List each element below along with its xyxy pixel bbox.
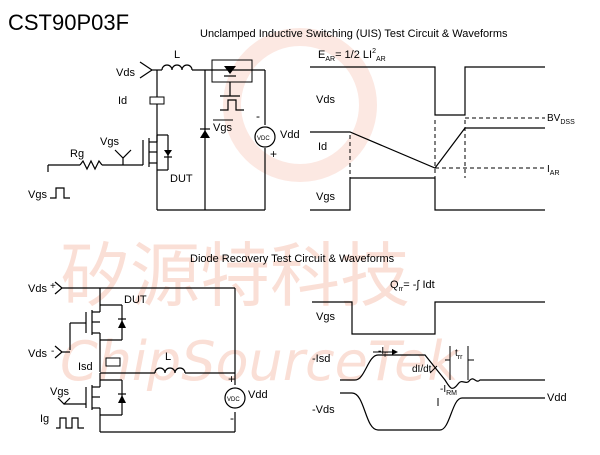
diode-vgs-trace xyxy=(312,301,545,335)
diode-lower-body-diode xyxy=(118,395,126,403)
diode-isd-wave-label: -Isd xyxy=(312,353,330,365)
uis-rg-label: Rg xyxy=(70,148,84,160)
diode-didt-label: dI/dt xyxy=(412,364,432,375)
uis-title: Unclamped Inductive Switching (UIS) Test… xyxy=(200,28,508,40)
uis-minus-sign: - xyxy=(256,109,260,123)
diode-isd-trace xyxy=(340,354,545,389)
uis-vgs-driver-label: Vgs xyxy=(100,136,119,148)
uis-vdd-label: Vdd xyxy=(280,129,300,141)
diode-qrr-equation: Qrr= -∫ Idt xyxy=(390,279,435,293)
uis-iar-label: IAR xyxy=(547,164,560,177)
diode-title: Diode Recovery Test Circuit & Waveforms xyxy=(190,253,395,265)
diode-ig-label: Ig xyxy=(40,413,49,425)
diode-isd-label: Isd xyxy=(78,361,93,373)
uis-clamp-diode xyxy=(200,130,210,138)
diode-vds-minus-label: Vds xyxy=(28,348,47,360)
uis-id-label: Id xyxy=(118,95,127,107)
diode-waveforms: Qrr= -∫ Idt Vgs -Isd -IF dI/dt trr -IRM … xyxy=(312,279,567,431)
uis-l-label: L xyxy=(174,49,180,61)
diode-vds-trace xyxy=(340,392,545,431)
diode-ig-pulse-icon xyxy=(56,417,84,429)
uis-rg-resistor xyxy=(79,159,103,171)
watermark-latin: ChipSourceTek xyxy=(60,330,461,393)
diode-dut-label: DUT xyxy=(124,294,147,306)
uis-vgs-wave-label: Vgs xyxy=(316,191,335,203)
diode-vds-wave-label: -Vds xyxy=(312,404,335,416)
uis-circuit: Vds L Id DUT Vgs Rg Vgs xyxy=(28,49,300,211)
uis-dut-label: DUT xyxy=(170,173,193,185)
svg-text:-: - xyxy=(51,346,54,357)
diode-minus-sign: - xyxy=(230,411,234,425)
diode-dut-body-diode xyxy=(118,320,126,328)
uis-vdc-source xyxy=(254,126,276,148)
uis-plus-sign: + xyxy=(270,147,277,161)
uis-vdc-label: VDC xyxy=(257,136,270,142)
uis-vgs-bar-label: Vgs xyxy=(213,122,232,134)
uis-vds-trace xyxy=(310,66,545,116)
uis-vds-terminal-icon xyxy=(139,61,154,79)
diode-trr-label: trr xyxy=(455,348,463,361)
uis-vgs-driver-icon xyxy=(114,149,132,159)
svg-text:+: + xyxy=(50,281,56,292)
diode-isd-sense xyxy=(105,357,121,367)
uis-vds-label: Vds xyxy=(116,67,135,79)
uis-vgs-pulse-icon xyxy=(50,187,70,199)
part-number: CST90P03F xyxy=(8,10,129,35)
uis-vgs-trace xyxy=(310,177,545,211)
diode-vgs-wave-label: Vgs xyxy=(316,311,335,323)
uis-waveforms: EAR= 1/2 LI2AR Vds BVDSS Id IAR Vgs xyxy=(310,48,575,211)
uis-vds-wave-label: Vds xyxy=(316,94,335,106)
uis-id-wave-label: Id xyxy=(318,141,327,153)
uis-switch-pulse-icon xyxy=(220,99,244,111)
diode-vgs-driver-icon xyxy=(57,397,71,405)
uis-current-sense xyxy=(149,96,165,105)
uis-inductor xyxy=(161,64,193,71)
diode-vdc-source xyxy=(224,387,246,409)
diode-inductor xyxy=(154,367,186,374)
uis-ear-equation: EAR= 1/2 LI2AR xyxy=(318,48,386,63)
diode-vdd-label: Vdd xyxy=(248,389,268,401)
uis-vgs-input-label: Vgs xyxy=(28,189,47,201)
diode-vds-plus-label: Vds xyxy=(28,283,47,295)
uis-bvdss-label: BVDSS xyxy=(547,113,575,126)
diode-l-label: L xyxy=(165,351,171,363)
diode-vdc-label: VDC xyxy=(227,397,240,403)
diode-irm-label: -IRM xyxy=(440,384,457,397)
diode-plus-sign: + xyxy=(228,372,235,386)
diode-vdd-wave-label: Vdd xyxy=(547,392,567,404)
uis-switch-box xyxy=(211,59,253,83)
diode-circuit: Vds + DUT Vds - Isd L xyxy=(28,281,268,433)
watermark-logo-ring xyxy=(223,28,377,182)
diode-vgs-label: Vgs xyxy=(50,386,69,398)
